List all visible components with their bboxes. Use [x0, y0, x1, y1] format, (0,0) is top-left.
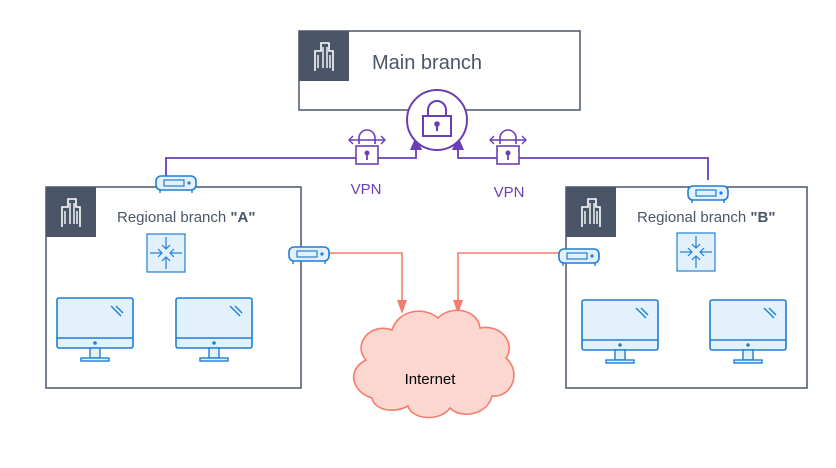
- branch-b-label: Regional branch "B": [637, 209, 775, 226]
- branch-a-label-suffix: "A": [230, 209, 255, 226]
- branch-b-internet-router-icon: [558, 248, 600, 267]
- branch-a-label: Regional branch "A": [117, 209, 255, 226]
- branch-a-internet-router-icon: [288, 246, 330, 265]
- branch-b-label-prefix: Regional branch: [637, 209, 750, 226]
- branch-a-label-prefix: Regional branch: [117, 209, 230, 226]
- branch-a-building-icon: [46, 187, 96, 237]
- main-branch-building-icon: [299, 31, 349, 81]
- branch-a-switch-icon: [146, 233, 186, 273]
- internet-label: Internet: [405, 371, 457, 388]
- internet-cloud-icon: [352, 309, 515, 419]
- branch-b-vpn-router-icon: [687, 185, 729, 204]
- vpn-left-label: VPN: [351, 181, 382, 198]
- branch-b-label-suffix: "B": [750, 209, 775, 226]
- regional-branch-b-box: Regional branch "B": [565, 186, 808, 389]
- regional-branch-a-box: Regional branch "A": [45, 186, 302, 389]
- vpn-connection-left: [165, 136, 422, 176]
- main-branch-label: Main branch: [372, 52, 482, 74]
- branch-a-vpn-router-icon: [155, 175, 197, 194]
- branch-b-switch-icon: [676, 232, 716, 272]
- vpn-connection-right: [452, 136, 709, 180]
- central-lock-icon: [406, 89, 468, 151]
- branch-b-building-icon: [566, 187, 616, 237]
- vpn-right-label: VPN: [494, 184, 525, 201]
